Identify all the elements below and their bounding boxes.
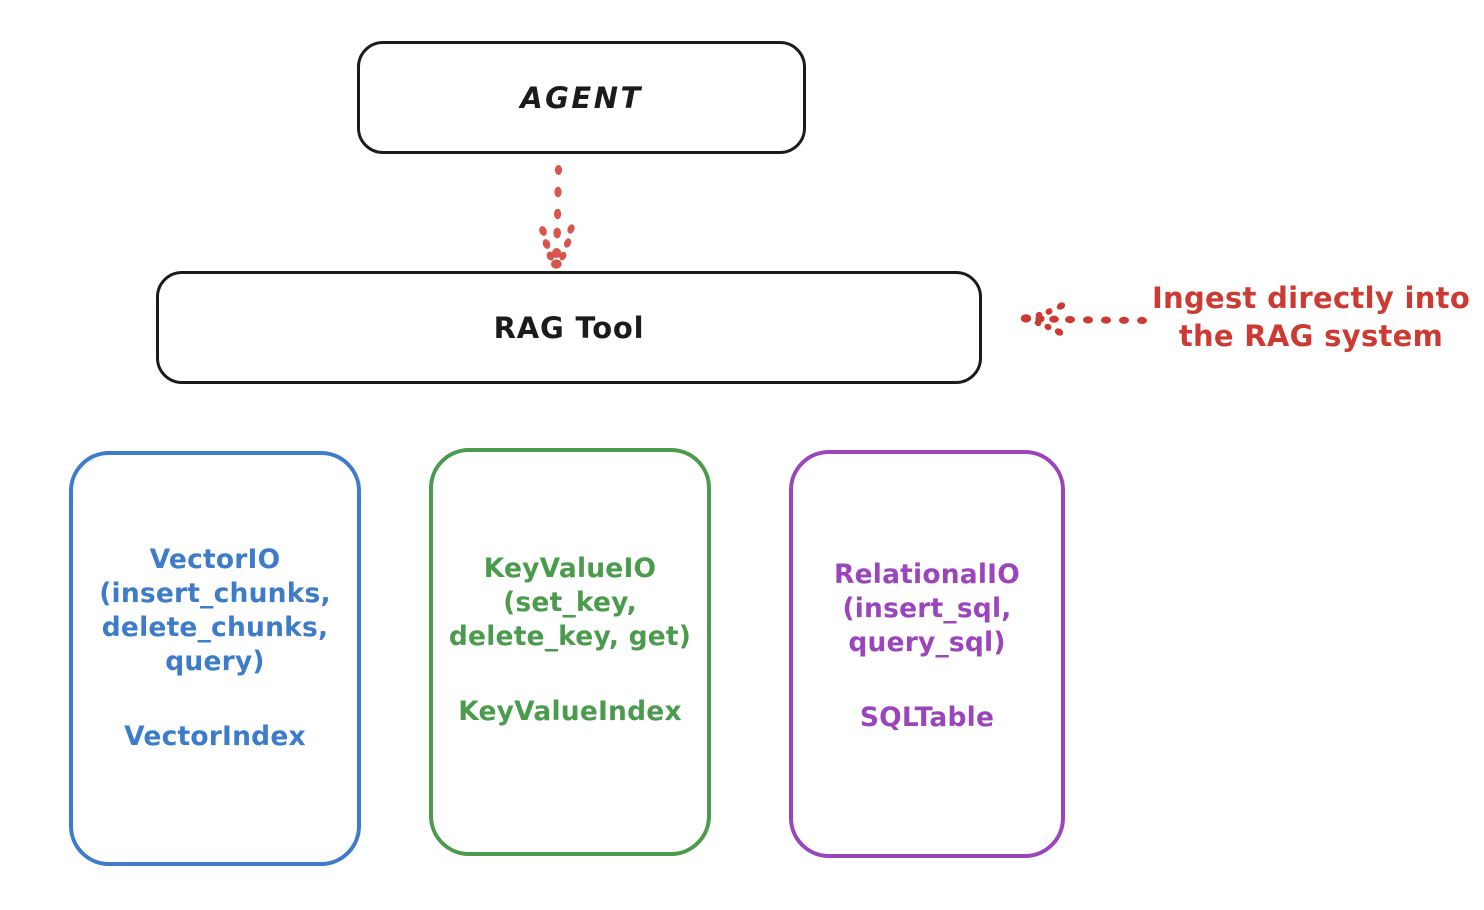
relational-io-api-label: RelationalIO (insert_sql, query_sql) [834, 559, 1020, 658]
key-value-io-card[interactable]: KeyValueIO (set_key, delete_key, get) Ke… [429, 448, 711, 856]
sql-table-label: SQLTable [859, 701, 995, 733]
agent-node[interactable]: AGENT [357, 41, 806, 154]
rag-tool-node-label: RAG Tool [493, 310, 645, 345]
rag-tool-node[interactable]: RAG Tool [156, 271, 982, 384]
relational-io-card[interactable]: RelationalIO (insert_sql, query_sql) SQL… [789, 450, 1065, 858]
agent-to-rag-tool-arrow-icon [518, 165, 598, 269]
key-value-io-api-label: KeyValueIO (set_key, delete_key, get) [448, 553, 692, 652]
ingest-annotation-text: Ingest directly into the RAG system [1151, 281, 1471, 354]
vector-io-card[interactable]: VectorIO (insert_chunks, delete_chunks, … [69, 451, 361, 866]
vector-index-label: VectorIndex [124, 720, 306, 752]
agent-node-label: AGENT [520, 80, 643, 115]
key-value-index-label: KeyValueIndex [458, 695, 682, 727]
ingest-to-rag-tool-arrow-icon [1018, 296, 1148, 344]
vector-io-api-label: VectorIO (insert_chunks, delete_chunks, … [99, 544, 331, 677]
